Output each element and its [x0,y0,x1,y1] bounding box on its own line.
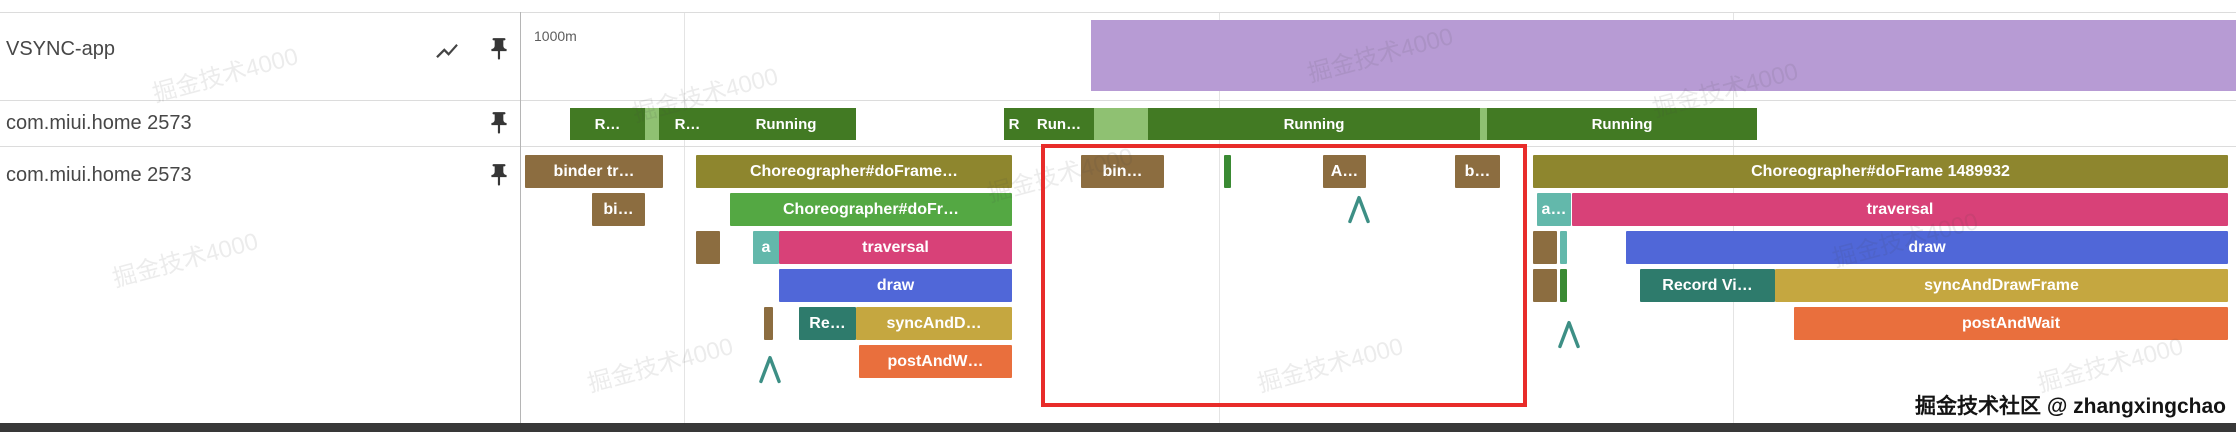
trace-slice[interactable] [1560,269,1567,302]
gridline [684,12,685,423]
trace-slice[interactable]: Record Vi… [1640,269,1775,302]
trace-slice[interactable]: postAndWait [1794,307,2228,340]
sched-slice[interactable]: Running [716,108,856,140]
trace-slice[interactable] [764,307,773,340]
trace-slice[interactable]: traversal [779,231,1012,264]
wakeup-arrow-icon [753,352,787,386]
track-label-vsync-app[interactable]: VSYNC-app [6,38,115,60]
time-tick-label: 1000m [534,28,577,44]
watermark-text: 掘金技术4000 [149,43,302,108]
highlight-box [1041,144,1527,407]
trace-slice[interactable]: draw [1626,231,2228,264]
pin-icon[interactable] [486,36,512,67]
trace-slice[interactable] [1533,231,1557,264]
trace-slice[interactable]: bin… [1081,155,1164,188]
track-label-miui-home-slices[interactable]: com.miui.home 2573 [6,164,192,186]
trace-slice[interactable]: syncAndDrawFrame [1775,269,2228,302]
sched-slice[interactable]: R… [570,108,645,140]
trace-slice[interactable]: b… [1455,155,1500,188]
line-chart-icon [432,38,462,69]
trace-slice[interactable]: bi… [592,193,645,226]
trace-slice[interactable] [1224,155,1231,188]
wakeup-arrow-icon [1552,317,1586,351]
trace-slice[interactable]: syncAndD… [856,307,1012,340]
sched-slice[interactable]: Running [1487,108,1757,140]
watermark-text: 掘金技术4000 [109,228,262,293]
trace-slice[interactable]: draw [779,269,1012,302]
sched-slice[interactable]: Running [1148,108,1480,140]
panel-divider [520,12,521,423]
track-label-miui-home-sched[interactable]: com.miui.home 2573 [6,112,192,134]
trace-slice[interactable]: postAndW… [859,345,1012,378]
wakeup-arrow-icon [1342,192,1376,226]
trace-slice[interactable] [1560,231,1567,264]
trace-slice[interactable]: binder tr… [525,155,663,188]
sched-slice[interactable]: R… [659,108,716,140]
trace-slice[interactable]: Re… [799,307,856,340]
track-divider [0,100,2236,101]
pin-icon[interactable] [486,162,512,193]
bottom-bar [0,423,2236,432]
trace-slice[interactable]: Choreographer#doFrame 1489932 [1533,155,2228,188]
track-divider [0,12,2236,13]
trace-slice[interactable] [696,231,720,264]
sched-slice[interactable]: Run… [1024,108,1094,140]
gridline [1219,12,1220,423]
trace-slice[interactable]: a… [1537,193,1571,226]
trace-slice[interactable]: Choreographer#doFrame… [696,155,1012,188]
sched-slice[interactable] [1094,108,1148,140]
sched-slice[interactable] [1480,108,1487,140]
trace-slice[interactable]: A… [1323,155,1366,188]
trace-slice[interactable]: Choreographer#doFr… [730,193,1012,226]
trace-slice[interactable] [1533,269,1557,302]
trace-slice[interactable]: a [753,231,779,264]
sched-slice[interactable]: R [1004,108,1024,140]
trace-slice[interactable]: traversal [1572,193,2228,226]
sched-slice[interactable] [645,108,659,140]
vsync-slice[interactable] [1091,20,2236,91]
watermark-text: 掘金技术4000 [584,333,737,398]
credit-text: 掘金技术社区 @ zhangxingchao [1915,395,2226,418]
pin-icon[interactable] [486,110,512,141]
